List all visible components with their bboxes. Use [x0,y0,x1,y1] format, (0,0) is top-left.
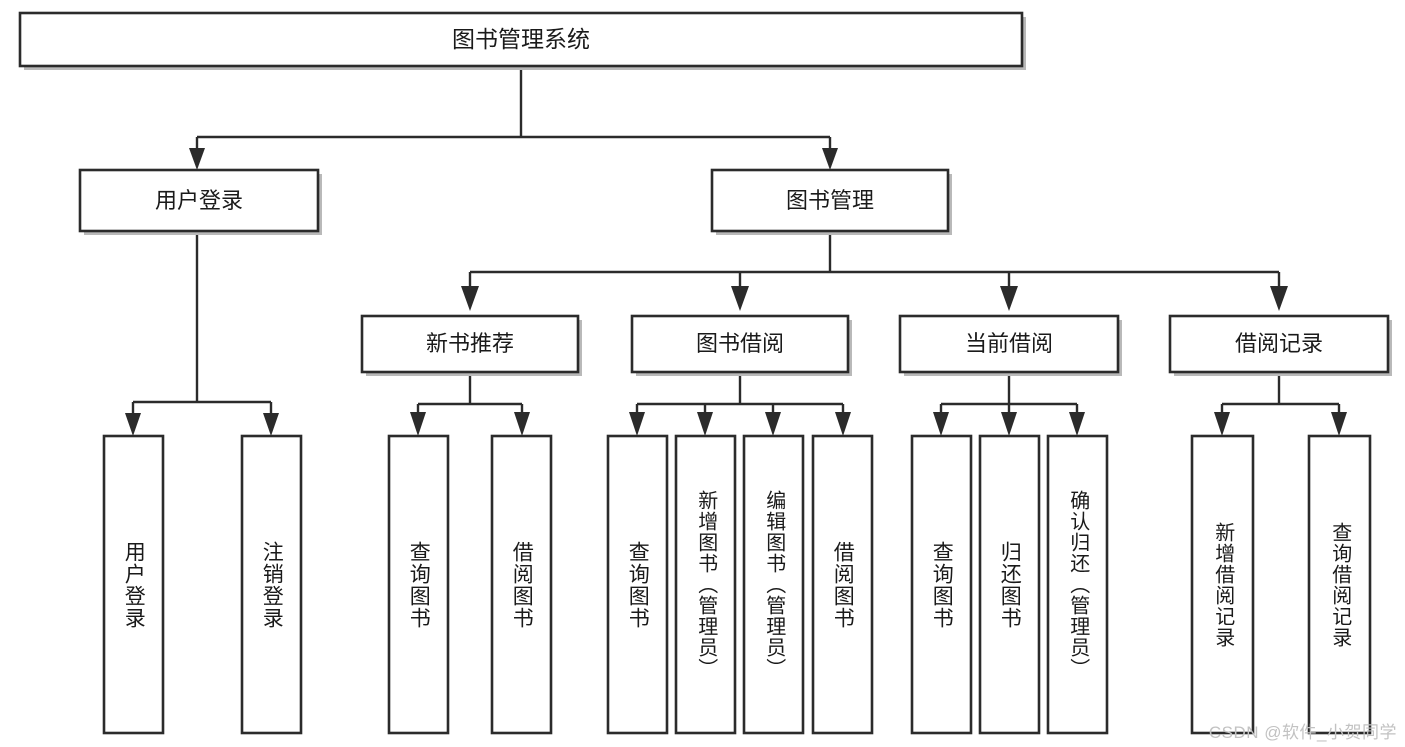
arrowhead-book-borrow [731,286,749,311]
node-borrow-record[interactable]: 借阅记录 [1168,314,1392,376]
arrowhead-add-book [697,412,713,436]
leaf-confirm-return[interactable] [1046,434,1109,735]
leaf-return-book[interactable] [978,434,1041,735]
node-root-box [18,11,1024,68]
arrowhead-book-mgmt [822,148,838,170]
leaf-query-book-current-box [910,434,973,735]
node-current-borrow[interactable]: 当前借阅 [898,314,1122,376]
csdn-watermark: CSDN @软件_小贺同学 [1208,723,1397,742]
node-new-book-recommend[interactable]: 新书推荐 [360,314,582,376]
arrowhead-borrow-record [1270,286,1288,311]
node-borrow-record-box [1168,314,1390,374]
arrowhead-borrow-book-2 [835,412,851,436]
node-user-login-box [78,168,320,233]
arrowhead-return-book [1001,412,1017,436]
arrowhead-edit-book [765,412,781,436]
node-book-borrow-label: 图书借阅 [696,331,784,356]
node-root-label: 图书管理系统 [452,26,590,52]
node-current-borrow-box [898,314,1120,374]
arrowhead-user-login [189,148,205,170]
leaf-confirm-return-box [1046,434,1109,735]
leaf-user-login[interactable] [102,434,165,735]
leaf-query-book-borrow[interactable] [606,434,669,735]
leaf-query-book-current[interactable] [910,434,973,735]
leaf-query-book-borrow-box [606,434,669,735]
leaf-borrow-book[interactable] [811,434,874,735]
arrowhead-query-book-3 [933,412,949,436]
leaf-logout[interactable] [240,434,303,735]
leaf-query-book-recommend-box [387,434,450,735]
leaf-borrow-book-box [811,434,874,735]
leaf-add-borrow-record[interactable] [1190,434,1255,735]
node-user-login[interactable]: 用户登录 [78,168,322,235]
arrowhead-query-book-1 [410,412,426,436]
leaf-add-borrow-record-box [1190,434,1255,735]
arrowhead-confirm-return [1069,412,1085,436]
node-new-book-recommend-box [360,314,580,374]
leaf-edit-book[interactable] [742,434,805,735]
leaf-borrow-book-recommend[interactable] [490,434,553,735]
leaf-add-book[interactable] [674,434,737,735]
node-book-borrow-box [630,314,850,374]
leaf-logout-box [240,434,303,735]
arrowhead-query-record [1331,412,1347,436]
leaf-query-book-recommend[interactable] [387,434,450,735]
node-root[interactable]: 图书管理系统 [18,11,1026,70]
arrowhead-new-book-recommend [461,286,479,311]
leaf-add-book-box [674,434,737,735]
node-current-borrow-label: 当前借阅 [965,331,1053,356]
node-user-login-label: 用户登录 [155,188,243,213]
leaf-borrow-book-recommend-box [490,434,553,735]
leaf-query-borrow-record[interactable] [1307,434,1372,735]
arrowhead-query-book-2 [629,412,645,436]
arrowhead-borrow-book-1 [514,412,530,436]
arrowhead-current-borrow [1000,286,1018,311]
leaf-return-book-box [978,434,1041,735]
node-borrow-record-label: 借阅记录 [1235,331,1323,356]
leaf-edit-book-box [742,434,805,735]
node-book-management-box [710,168,950,233]
connector-group [125,66,1347,436]
node-book-borrow[interactable]: 图书借阅 [630,314,852,376]
node-new-book-recommend-label: 新书推荐 [426,331,514,356]
node-book-management-label: 图书管理 [786,188,874,213]
arrowhead-user-login-leaf [125,413,141,436]
leaf-user-login-box [102,434,165,735]
arrowhead-logout-leaf [263,413,279,436]
leaf-query-borrow-record-box [1307,434,1372,735]
node-book-management[interactable]: 图书管理 [710,168,952,235]
arrowhead-add-record [1214,412,1230,436]
